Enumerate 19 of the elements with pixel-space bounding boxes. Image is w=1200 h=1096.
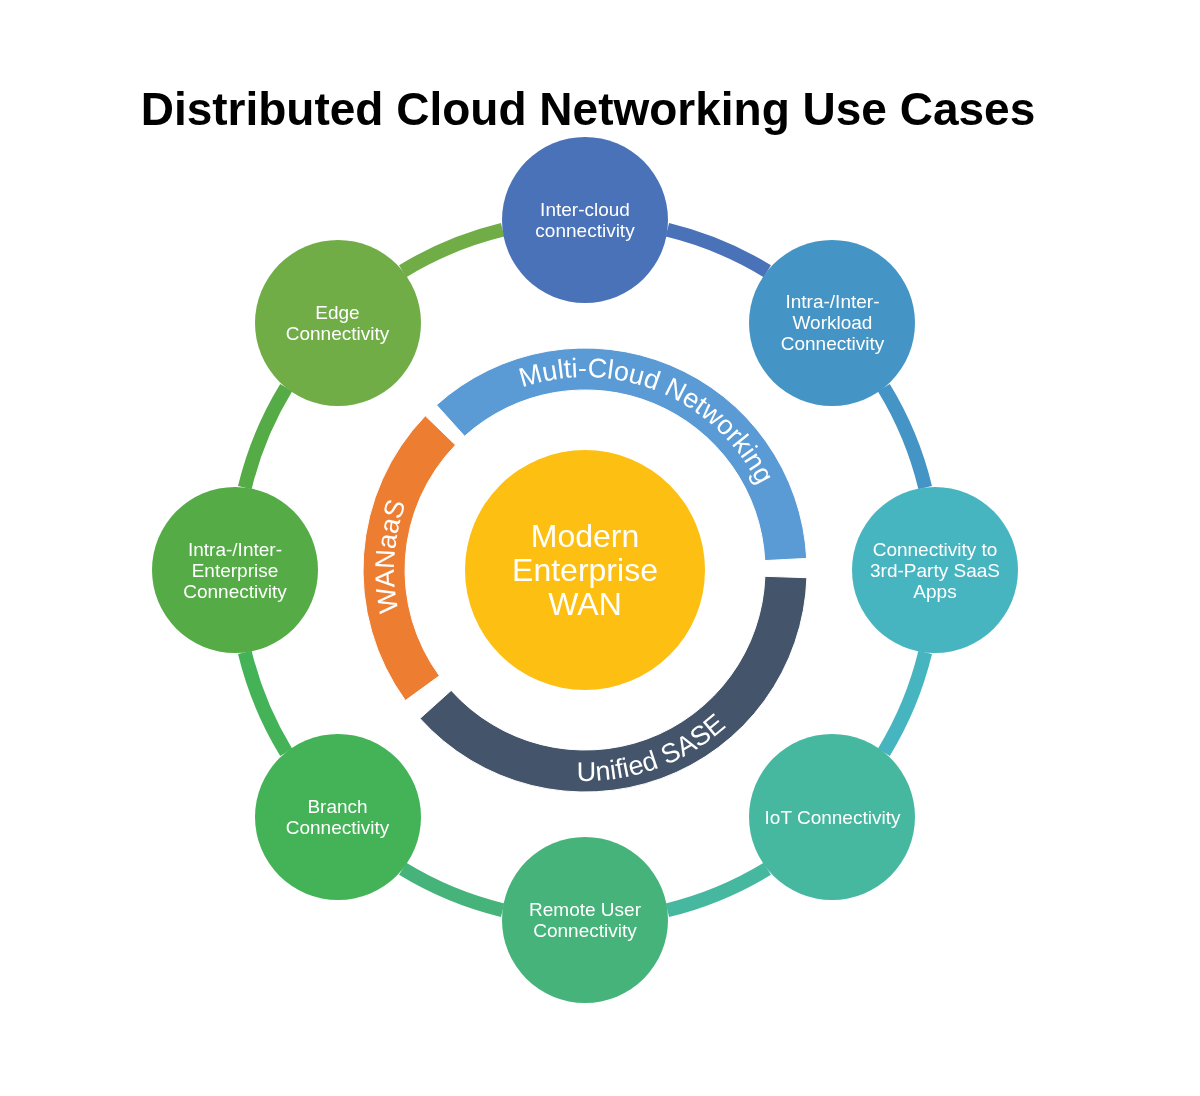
ring-connector (238, 650, 293, 756)
ring-connector (399, 223, 505, 278)
circle-label: Remote User Connectivity (528, 899, 642, 941)
circle-label: Intra-/Inter-Workload Connectivity (779, 291, 886, 354)
circle-label: Connectivity to 3rd-Party SaaS Apps (869, 538, 1001, 602)
ring-connector (665, 862, 771, 917)
circle-label: Edge Connectivity (284, 301, 391, 344)
circle-label: IoT Connectivity (763, 807, 902, 828)
arc-band (362, 415, 456, 701)
ring-connector (238, 384, 293, 490)
ring-connector (877, 384, 932, 490)
ring-connector (399, 862, 505, 917)
diagram-title: Distributed Cloud Networking Use Cases (139, 82, 1037, 136)
circle-label: Intra-/Inter-Enterprise Connectivity (182, 538, 288, 602)
circle-label: Inter-cloud connectivity (534, 199, 636, 241)
circle-label: Branch Connectivity (284, 796, 391, 839)
circle-label: Modern Enterprise WAN (511, 519, 659, 621)
ring-connector (877, 650, 932, 756)
ring-connector (665, 223, 771, 278)
